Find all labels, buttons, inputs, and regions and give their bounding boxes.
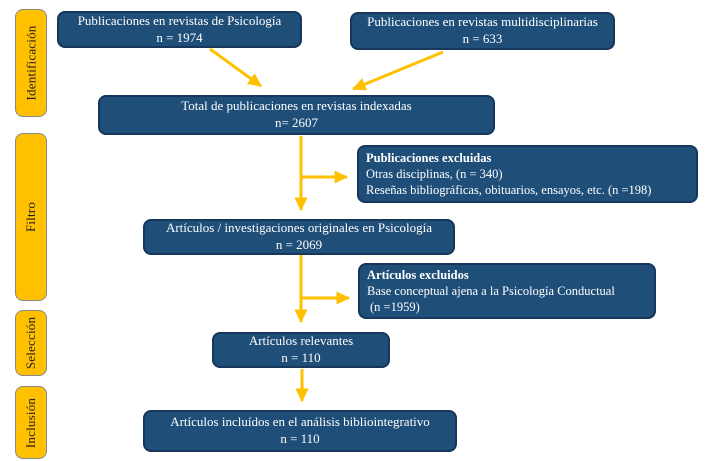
stage-seleccion: Selección xyxy=(15,310,47,376)
box-publicaciones-multidisciplinarias: Publicaciones en revistas multidisciplin… xyxy=(350,12,615,50)
box-publicaciones-excluidas-title: Publicaciones excluidas xyxy=(366,150,492,165)
box-articulos-excluidos-line2: (n =1959) xyxy=(370,300,420,315)
box-publicaciones-psicologia: Publicaciones en revistas de Psicología … xyxy=(57,11,302,48)
box-publicaciones-psicologia-count: n = 1974 xyxy=(156,29,203,45)
box-articulos-originales-label: Artículos / investigaciones originales e… xyxy=(165,220,433,236)
arrow-psicologia-to-total xyxy=(209,47,262,88)
stage-inclusion: Inclusión xyxy=(15,386,47,459)
box-articulos-excluidos-line1: Base conceptual ajena a la Psicología Co… xyxy=(367,283,615,298)
box-publicaciones-excluidas-line2: Reseñas bibliográficas, obituarios, ensa… xyxy=(366,183,652,198)
box-publicaciones-psicologia-label: Publicaciones en revistas de Psicología xyxy=(77,12,282,28)
box-articulos-relevantes-label: Artículos relevantes xyxy=(248,333,354,349)
box-articulos-incluidos-count: n = 110 xyxy=(280,431,320,446)
stage-identificacion-label: Identificación xyxy=(23,25,38,101)
box-articulos-excluidos: Artículos excluidos Base conceptual ajen… xyxy=(358,263,656,319)
stage-identificacion: Identificación xyxy=(15,9,47,117)
box-total-publicaciones: Total de publicaciones en revistas index… xyxy=(98,95,495,135)
arrow-multidisciplinarias-to-total xyxy=(351,50,444,91)
stage-seleccion-label: Selección xyxy=(23,316,38,370)
box-articulos-originales: Artículos / investigaciones originales e… xyxy=(143,219,455,255)
box-articulos-excluidos-title: Artículos excluidos xyxy=(367,267,469,282)
box-articulos-incluidos-label: Artículos incluídos en el análisis bibli… xyxy=(170,414,430,430)
stage-filtro-label: Filtro xyxy=(23,201,39,233)
box-total-publicaciones-count: n= 2607 xyxy=(274,115,319,130)
box-total-publicaciones-label: Total de publicaciones en revistas index… xyxy=(181,98,412,114)
box-articulos-relevantes: Artículos relevantes n = 110 xyxy=(212,332,390,368)
box-publicaciones-multidisciplinarias-label: Publicaciones en revistas multidisciplin… xyxy=(367,14,598,30)
box-publicaciones-excluidas: Publicaciones excluidas Otras disciplina… xyxy=(357,145,698,203)
stage-filtro: Filtro xyxy=(15,133,47,301)
stage-inclusion-label: Inclusión xyxy=(23,397,38,448)
box-publicaciones-excluidas-line1: Otras disciplinas, (n = 340) xyxy=(366,166,503,181)
box-articulos-relevantes-count: n = 110 xyxy=(281,350,321,365)
box-articulos-incluidos: Artículos incluídos en el análisis bibli… xyxy=(143,410,457,452)
box-articulos-originales-count: n = 2069 xyxy=(275,237,323,252)
box-publicaciones-multidisciplinarias-count: n = 633 xyxy=(462,31,503,46)
